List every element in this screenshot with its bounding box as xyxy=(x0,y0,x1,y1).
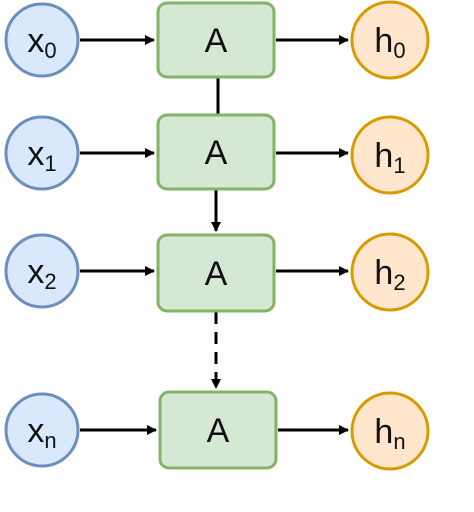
input-node-n xyxy=(4,392,80,468)
row-0: x0 A h0 xyxy=(4,0,430,80)
cell-label-0: A xyxy=(205,22,228,60)
cell-label-2: A xyxy=(205,255,228,293)
input-node-1 xyxy=(4,115,80,191)
cell-box-1 xyxy=(156,113,276,191)
output-label-2: h2 xyxy=(374,254,405,295)
input-label-0: x0 xyxy=(27,22,56,63)
input-label-n: xn xyxy=(27,412,56,453)
output-node-0 xyxy=(350,0,430,80)
input-node-0 xyxy=(4,2,80,78)
output-label-n: hn xyxy=(374,413,405,454)
input-label-2: x2 xyxy=(27,253,56,294)
input-node-2 xyxy=(4,233,80,309)
row-n: xn A hn xyxy=(4,390,430,471)
cell-box-2 xyxy=(156,233,276,313)
input-label-1: x1 xyxy=(27,135,56,176)
output-label-1: h1 xyxy=(374,137,405,178)
output-node-1 xyxy=(350,115,430,195)
output-label-0: h0 xyxy=(374,22,405,63)
cell-box-0 xyxy=(156,1,276,79)
cell-label-n: A xyxy=(207,412,230,450)
row-1: x1 A h1 xyxy=(4,113,430,195)
row-2: x2 A h2 xyxy=(4,232,430,313)
output-node-n xyxy=(350,391,430,471)
cell-label-1: A xyxy=(205,134,228,172)
cell-box-n xyxy=(158,390,278,470)
output-node-2 xyxy=(350,232,430,312)
